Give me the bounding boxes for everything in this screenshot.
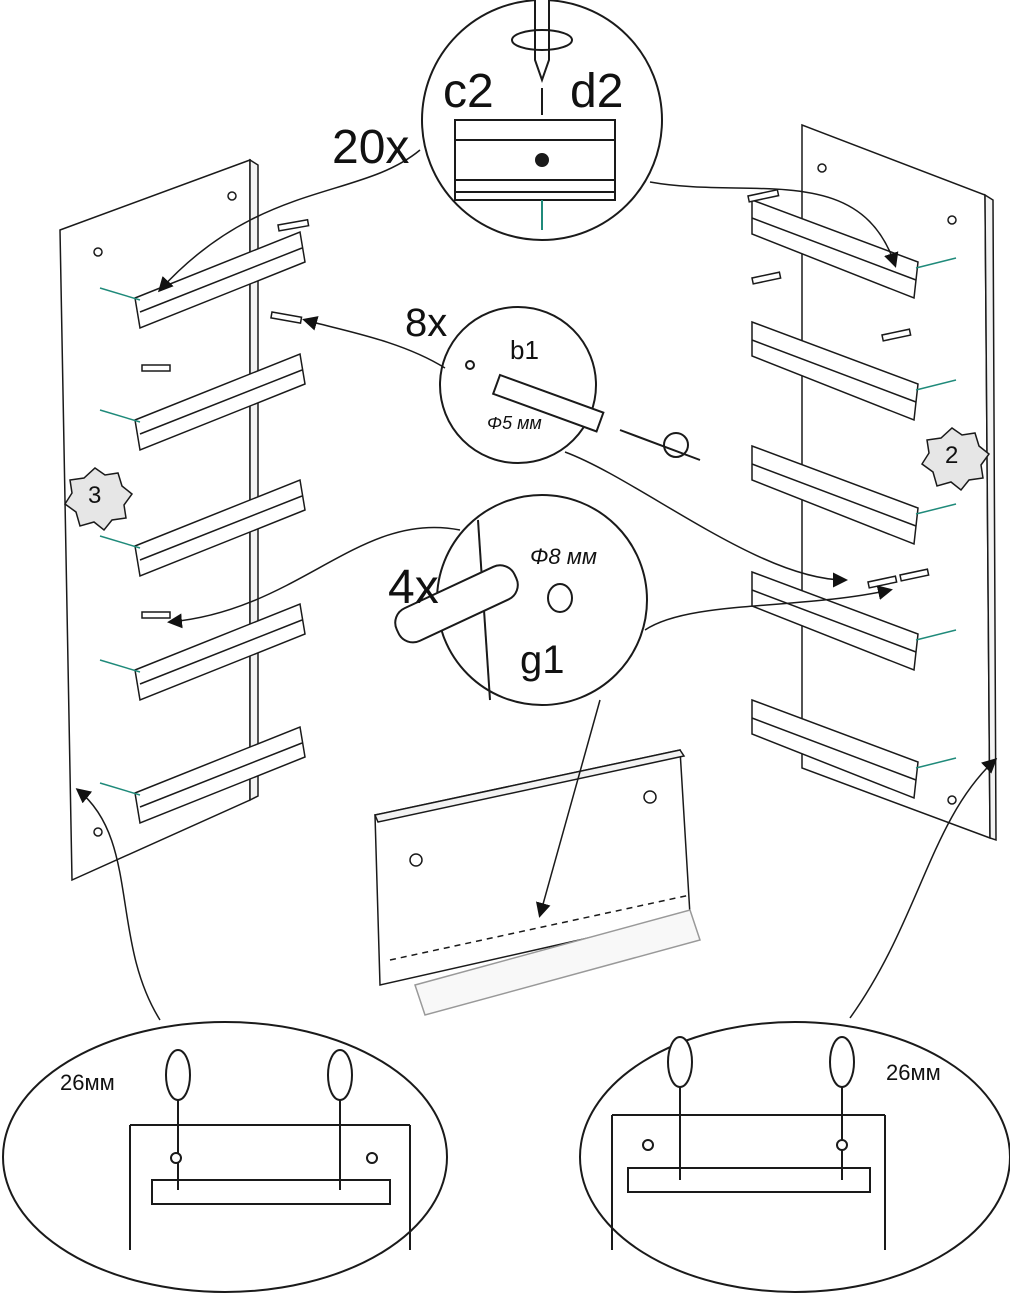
badge-3-label: 3 xyxy=(88,482,102,509)
right-rails xyxy=(751,198,957,800)
screw-part-left: c2 xyxy=(443,65,494,118)
dowel-detail xyxy=(394,494,648,706)
dowel-part: g1 xyxy=(520,638,565,682)
fasteners xyxy=(141,188,930,619)
left-rail xyxy=(99,230,306,330)
cam-bolt-part: b1 xyxy=(510,335,539,365)
dowel-hole: Φ8 мм xyxy=(530,544,597,569)
cam-bolt-detail xyxy=(439,306,701,464)
badge-2 xyxy=(920,427,991,492)
left-rails xyxy=(99,230,306,825)
screw-part-right: d2 xyxy=(570,65,624,118)
left-rail xyxy=(99,478,306,578)
right-rail xyxy=(751,444,957,546)
badge-3 xyxy=(63,467,134,532)
screw-detail xyxy=(421,0,663,241)
right-rail xyxy=(751,320,957,422)
left-offset: 26мм xyxy=(60,1070,115,1095)
cam-bolt-hole: Φ5 мм xyxy=(487,413,542,433)
arrows xyxy=(75,149,998,1021)
left-rail xyxy=(99,352,306,452)
dowel-count: 4x xyxy=(388,561,439,614)
right-offset: 26мм xyxy=(886,1060,941,1085)
center-panel xyxy=(373,749,701,1016)
badge-2-label: 2 xyxy=(945,442,959,469)
cam-bolt-count: 8x xyxy=(405,301,448,345)
left-bottom-detail xyxy=(2,1021,448,1293)
screw-count: 20x xyxy=(332,121,410,174)
right-rail xyxy=(751,198,957,300)
right-bottom-detail xyxy=(579,1021,1010,1293)
left-rail xyxy=(99,602,306,702)
right-side-panel xyxy=(801,123,997,842)
right-rail xyxy=(751,570,957,672)
left-rail xyxy=(99,725,306,825)
right-rail xyxy=(751,698,957,800)
